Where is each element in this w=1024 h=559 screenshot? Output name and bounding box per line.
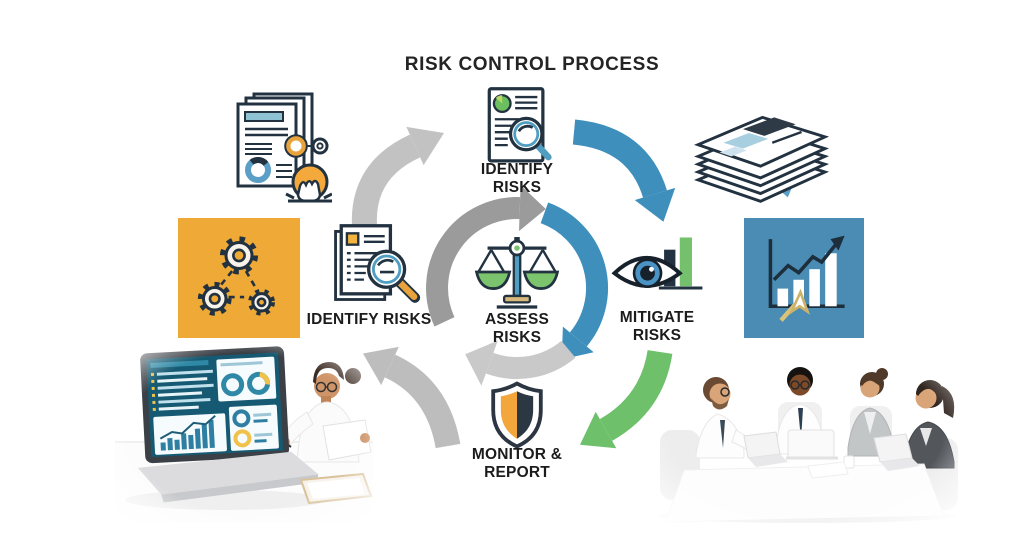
cycle-arrow-bottom-left [363,346,461,449]
dashboard-list [150,369,214,411]
label-line: RISKS [632,327,682,345]
shield-left-gold [500,391,517,439]
paper-stack-bookmarks-icon [693,115,830,203]
label-line: REPORT [484,464,550,482]
cycle-arrow-bottom-right [580,349,673,449]
inner-cycle-ring [426,185,608,386]
laptop-small [743,431,788,467]
label-line: MITIGATE [619,309,695,326]
label-line: RISKS [492,179,542,197]
cycle-arrow-top-right [572,119,676,222]
scale-pan-left [474,270,512,290]
ring-arrowhead-light-gray [465,340,498,386]
scale-pan-right [522,270,560,290]
bar-green [679,237,692,287]
label-line: MONITOR & [471,446,563,463]
team-meeting-photo [656,367,958,523]
dashboard-mini-card [228,404,279,451]
dashboard-bars-card [153,413,227,455]
person-woman-right [903,380,955,469]
magnifier-handle [534,141,552,161]
step-label-assess: ASSESS RISKS [485,311,549,348]
balance-scale-icon [474,237,560,309]
tie [720,420,725,448]
magnifier-handle [396,279,418,300]
laptop-small [786,429,838,460]
dashboard-donuts-card [216,356,277,402]
cursor-arrow-icon [788,288,811,316]
label-line: ASSESS [484,311,550,328]
clipboard [299,472,373,505]
growth-bar-chart-icon [768,235,845,322]
gear-icon [248,288,275,316]
eye-bar-chart-icon [611,237,703,290]
document-search-icon-top [487,87,552,163]
gears-network-icon [197,236,275,316]
step-label-monitor: MONITOR & REPORT [472,446,562,483]
step-label-identify-left: IDENTIFY RISKS [307,311,432,329]
step-label-mitigate: MITIGATE RISKS [620,309,695,346]
gear-icon [219,236,259,275]
label-line: IDENTIFY RISKS [306,311,432,328]
shield-right-dark [517,391,534,439]
page-title: RISK CONTROL PROCESS [404,54,660,75]
tie [798,408,803,440]
gears-tile [178,218,300,338]
analyst-with-dashboard-laptop-photo [115,346,373,522]
gear-icon [197,281,232,316]
shield-icon [491,381,543,449]
document-search-icon-left [334,224,421,303]
node-orange-icon [285,135,307,157]
laptop-small [873,433,920,471]
growth-chart-tile [744,218,864,338]
analyst [276,362,372,463]
papers [807,461,849,479]
report-documents-lightbulb-icon [236,92,332,203]
ring-arrowhead-gray [519,185,546,232]
laptop [137,346,319,503]
step-label-identify-top: IDENTIFY RISKS [481,161,553,198]
label-line: RISKS [492,329,542,347]
paper [322,419,372,461]
meeting-table [665,463,945,523]
glasses-icon [720,387,730,397]
label-line: IDENTIFY [480,161,554,178]
